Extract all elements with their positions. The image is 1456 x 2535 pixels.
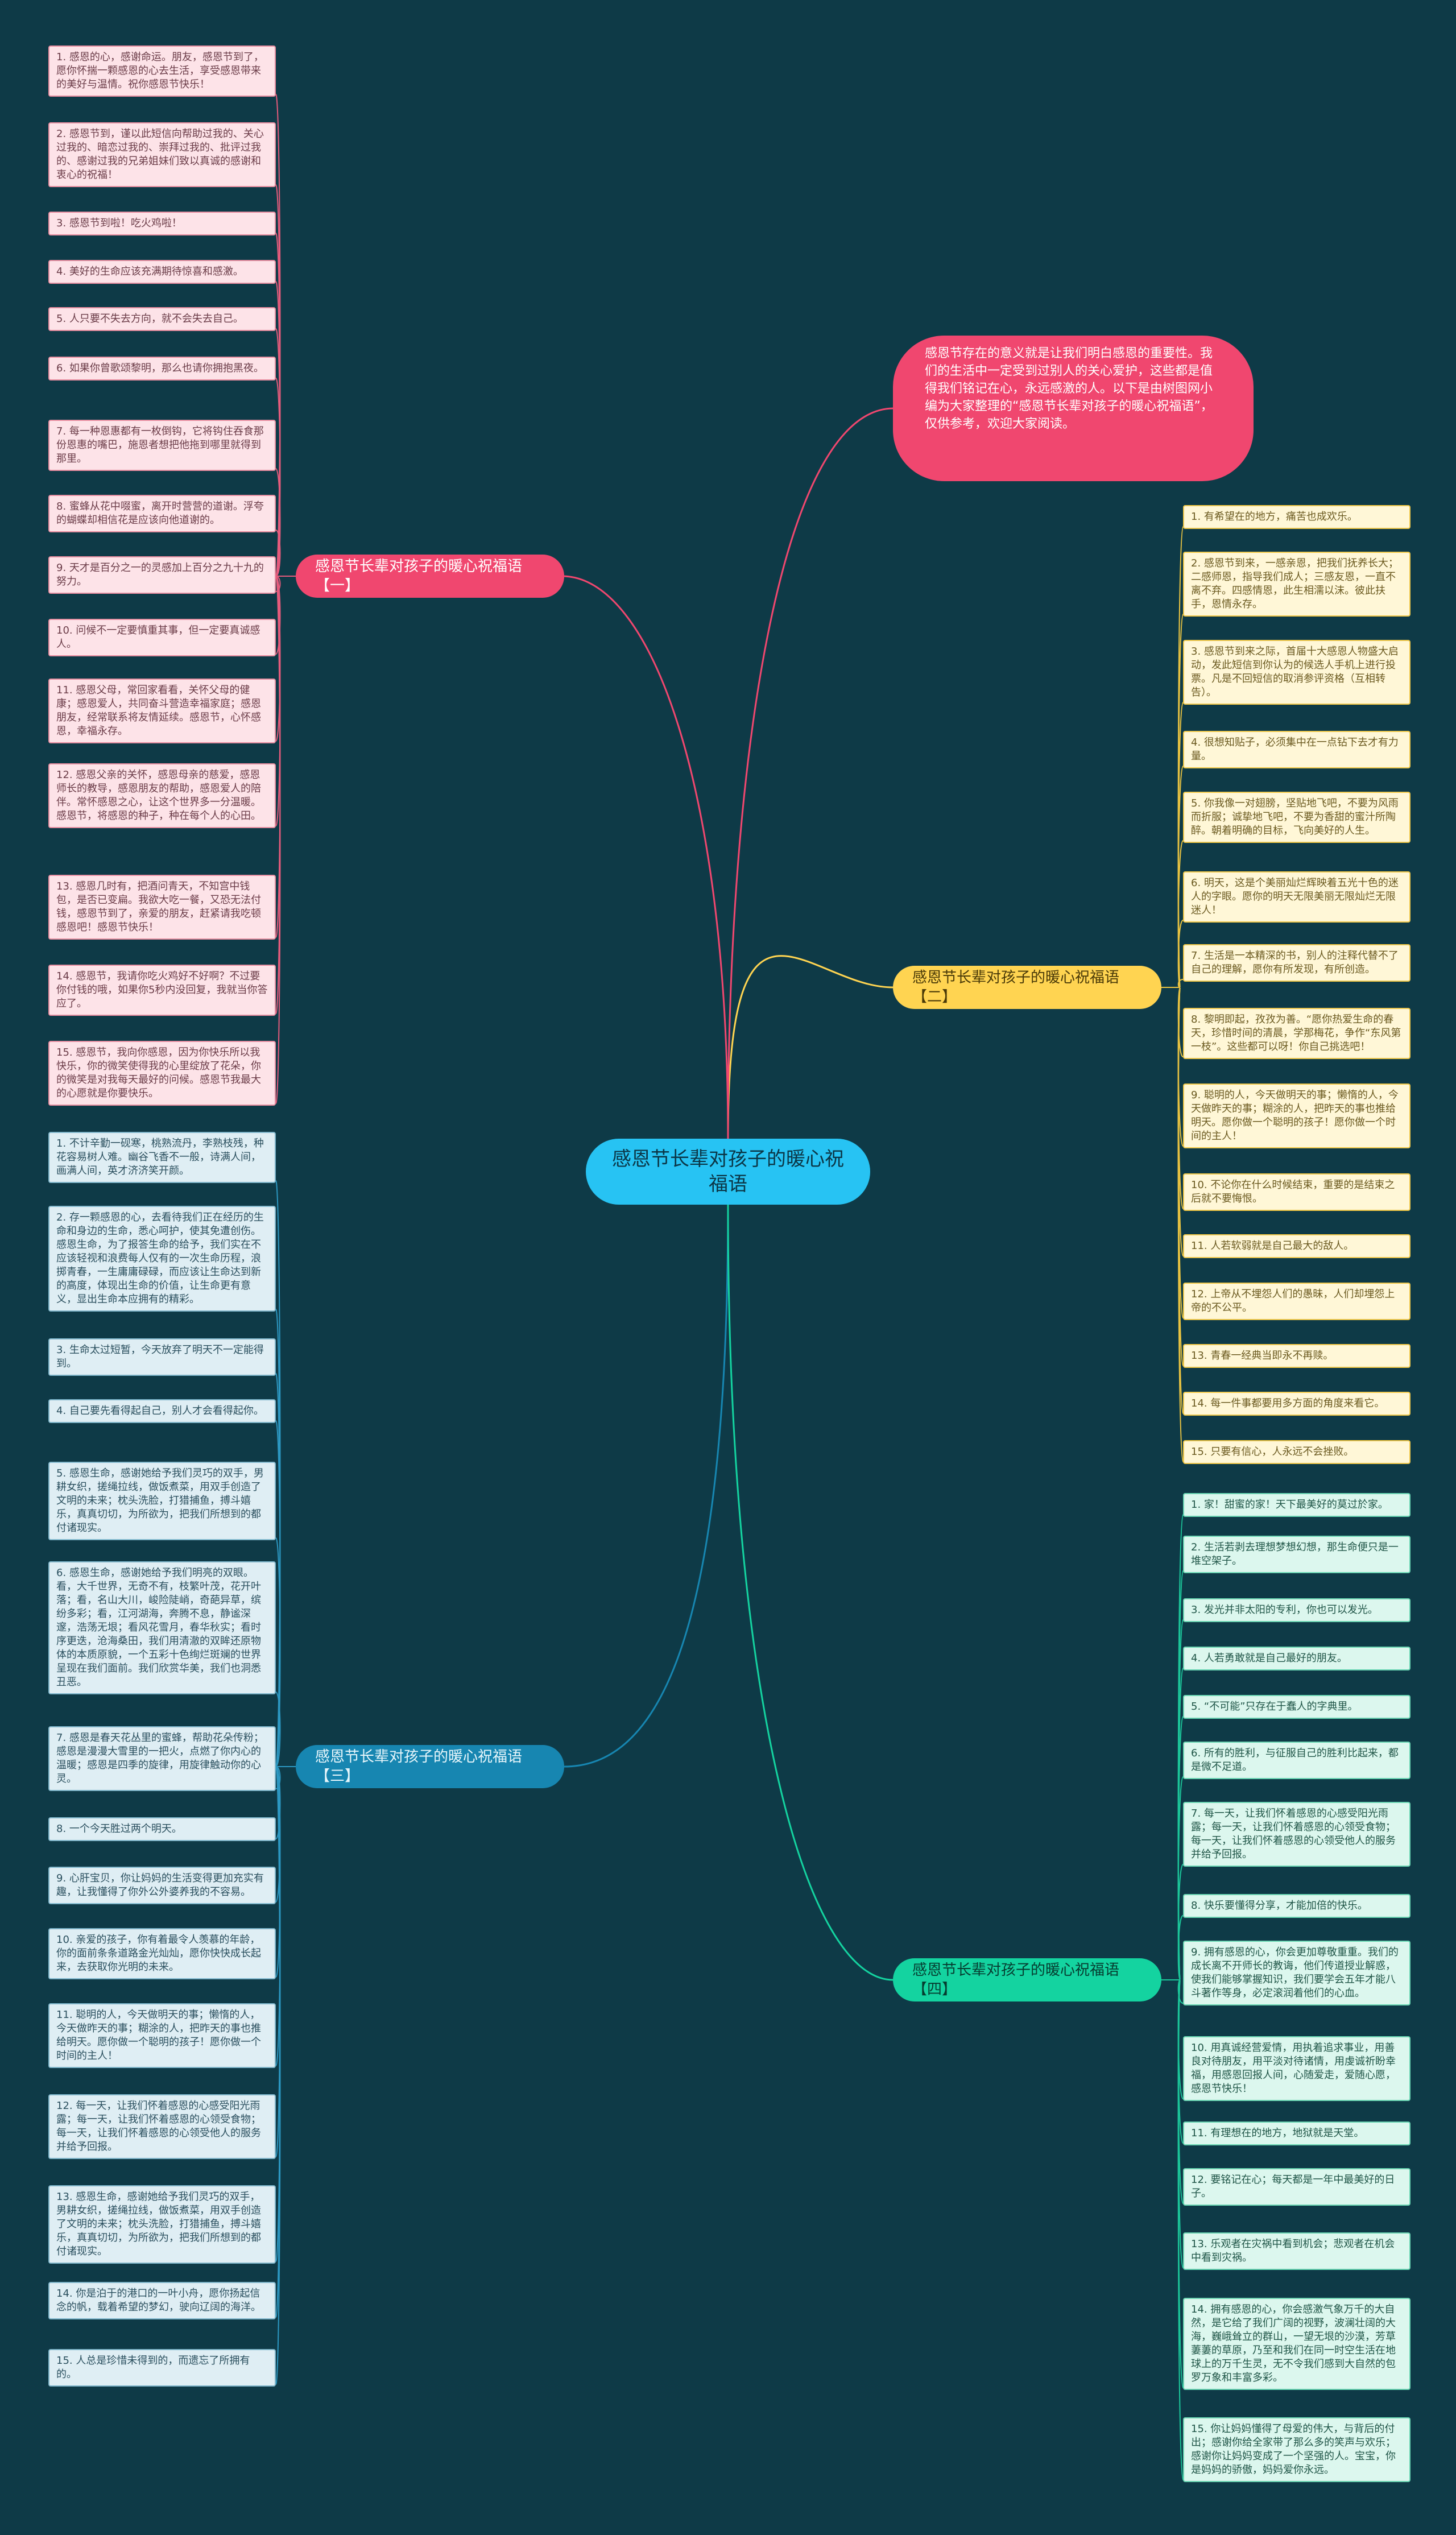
- link-center-branch-4: [727, 1204, 894, 1981]
- leaf-2-8[interactable]: 8. 黎明即起，孜孜为善。“愿你热爱生命的春天，珍惜时间的清晨，学那梅花，争作“…: [1183, 1008, 1410, 1059]
- link-leaf-1-7: [275, 468, 281, 577]
- leaf-2-3[interactable]: 3. 感恩节到来之际，首届十大感恩人物盛大启动，发此短信到你认为的候选人手机上进…: [1183, 640, 1410, 705]
- leaf-4-7[interactable]: 7. 每一天，让我们怀着感恩的心感受阳光雨露；每一天，让我们怀着感恩的心领受食物…: [1183, 1802, 1410, 1867]
- leaf-4-10[interactable]: 10. 用真诚经营爱情，用执着追求事业，用善良对待朋友，用平淡对待诸情，用虔诚祈…: [1183, 2036, 1410, 2101]
- leaf-4-2[interactable]: 2. 生活若剥去理想梦想幻想，那生命便只是一堆空架子。: [1183, 1536, 1410, 1573]
- link-leaf-2-15: [1177, 987, 1184, 1462]
- leaf-2-1[interactable]: 1. 有希望在的地方，痛苦也成欢乐。: [1183, 505, 1410, 529]
- leaf-3-1[interactable]: 1. 不计辛勤一砚寒，桃熟流丹，李熟枝残，种花容易树人难。幽谷飞香不一般，诗满人…: [48, 1132, 276, 1183]
- link-leaf-3-6: [275, 1692, 281, 1767]
- link-center-branch-1: [564, 575, 729, 1139]
- leaf-2-15[interactable]: 15. 只要有信心，人永远不会挫败。: [1183, 1440, 1410, 1464]
- link-leaf-1-15: [275, 576, 281, 1104]
- leaf-3-12[interactable]: 12. 每一天，让我们怀着感恩的心感受阳光雨露；每一天，让我们怀着感恩的心领受食…: [48, 2094, 276, 2159]
- leaf-3-8[interactable]: 8. 一个今天胜过两个明天。: [48, 1817, 276, 1841]
- leaf-4-11[interactable]: 11. 有理想在的地方，地狱就是天堂。: [1183, 2122, 1410, 2145]
- leaf-2-13[interactable]: 13. 青春一经典当即永不再赎。: [1183, 1344, 1410, 1368]
- leaf-1-8[interactable]: 8. 蜜蜂从花中啜蜜，离开时营营的道谢。浮夸的蝴蝶却相信花是应该向他道谢的。: [48, 495, 276, 532]
- leaf-1-14[interactable]: 14. 感恩节，我请你吃火鸡好不好啊？不过要你付钱的哦，如果你5秒内没回复，我就…: [48, 965, 276, 1016]
- center-topic[interactable]: 感恩节长辈对孩子的暖心祝福语: [586, 1139, 870, 1205]
- leaf-4-4[interactable]: 4. 人若勇敢就是自己最好的朋友。: [1183, 1647, 1410, 1670]
- link-leaf-3-15: [275, 1766, 281, 2385]
- leaf-1-7[interactable]: 7. 每一种恩惠都有一枚倒钩，它将钩住吞食那份恩惠的嘴巴，施恩者想把他拖到哪里就…: [48, 420, 276, 471]
- leaf-3-3[interactable]: 3. 生命太过短暂，今天放弃了明天不一定能得到。: [48, 1338, 276, 1376]
- link-leaf-4-15: [1177, 1979, 1184, 2480]
- link-leaf-4-8: [1177, 1915, 1184, 1980]
- leaf-2-4[interactable]: 4. 很想知贴子，必须集中在一点钻下去才有力量。: [1183, 731, 1410, 768]
- leaf-2-7[interactable]: 7. 生活是一本精深的书，别人的注释代替不了自己的理解，愿你有所发现，有所创造。: [1183, 944, 1410, 982]
- leaf-1-13[interactable]: 13. 感恩几时有，把酒问青天，不知宫中钱包，是否已变扁。我欲大吃一餐，又恐无法…: [48, 875, 276, 940]
- branch-2[interactable]: 感恩节长辈对孩子的暖心祝福语【二】: [893, 966, 1161, 1009]
- leaf-2-14[interactable]: 14. 每一件事都要用多方面的角度来看它。: [1183, 1392, 1410, 1416]
- leaf-4-1[interactable]: 1. 家！甜蜜的家！天下最美好的莫过於家。: [1183, 1493, 1410, 1517]
- link-leaf-2-6: [1177, 920, 1184, 988]
- leaf-1-3[interactable]: 3. 感恩节到啦！吃火鸡啦！: [48, 212, 276, 235]
- leaf-1-1[interactable]: 1. 感恩的心，感谢命运。朋友，感恩节到了，愿你怀揣一颗感恩的心去生活，享受感恩…: [48, 46, 276, 97]
- leaf-4-9[interactable]: 9. 拥有感恩的心，你会更加尊敬重重。我们的成长离不开师长的教诲，他们传道授业解…: [1183, 1941, 1410, 2005]
- leaf-3-14[interactable]: 14. 你是泊于的港口的一叶小舟，愿你扬起信念的帆，载着希望的梦幻，驶向辽阔的海…: [48, 2282, 276, 2319]
- branch-4[interactable]: 感恩节长辈对孩子的暖心祝福语【四】: [893, 1958, 1161, 2001]
- leaf-4-14[interactable]: 14. 拥有感恩的心，你会感激气象万千的大自然，是它给了我们广阔的视野，波澜壮阔…: [1183, 2298, 1410, 2390]
- link-leaf-3-5: [275, 1537, 281, 1767]
- leaf-4-5[interactable]: 5. “不可能”只存在于蠢人的字典里。: [1183, 1695, 1410, 1719]
- leaf-3-7[interactable]: 7. 感恩是春天花丛里的蜜蜂，帮助花朵传粉；感恩是漫漫大雪里的一把火，点燃了你内…: [48, 1726, 276, 1791]
- leaf-2-12[interactable]: 12. 上帝从不埋怨人们的愚昧，人们却埋怨上帝的不公平。: [1183, 1283, 1410, 1320]
- leaf-1-5[interactable]: 5. 人只要不失去方向，就不会失去自己。: [48, 307, 276, 331]
- leaf-1-4[interactable]: 4. 美好的生命应该充满期待惊喜和感激。: [48, 260, 276, 284]
- leaf-2-2[interactable]: 2. 感恩节到来，一感亲恩，把我们抚养长大；二感师恩，指导我们成人；三感友恩，一…: [1183, 552, 1410, 617]
- link-leaf-1-8: [275, 530, 281, 577]
- leaf-1-2[interactable]: 2. 感恩节到，谨以此短信向帮助过我的、关心过我的、暗恋过我的、崇拜过我的、批评…: [48, 122, 276, 187]
- leaf-3-4[interactable]: 4. 自己要先看得起自己，别人才会看得起你。: [48, 1399, 276, 1423]
- link-center-branch-2: [727, 955, 894, 1139]
- leaf-3-2[interactable]: 2. 存一颗感恩的心，去看待我们正在经历的生命和身边的生命，悉心呵护，使其免遭创…: [48, 1206, 276, 1312]
- leaf-1-9[interactable]: 9. 天才是百分之一的灵感加上百分之九十九的努力。: [48, 556, 276, 594]
- leaf-4-15[interactable]: 15. 你让妈妈懂得了母爱的伟大，与背后的付出；感谢你给全家带了那么多的笑声与欢…: [1183, 2417, 1410, 2482]
- leaf-4-12[interactable]: 12. 要铭记在心；每天都是一年中最美好的日子。: [1183, 2168, 1410, 2206]
- branch-1[interactable]: 感恩节长辈对孩子的暖心祝福语【一】: [296, 555, 564, 598]
- leaf-3-6[interactable]: 6. 感恩生命，感谢她给予我们明亮的双眼。看，大千世界，无奇不有，枝繁叶茂，花开…: [48, 1561, 276, 1694]
- leaf-2-11[interactable]: 11. 人若软弱就是自己最大的敌人。: [1183, 1234, 1410, 1258]
- leaf-2-9[interactable]: 9. 聪明的人，今天做明天的事；懒惰的人，今天做昨天的事；糊涂的人，把昨天的事也…: [1183, 1084, 1410, 1148]
- leaf-3-5[interactable]: 5. 感恩生命，感谢她给予我们灵巧的双手，男耕女织，搓绳拉线，做饭煮菜，用双手创…: [48, 1462, 276, 1540]
- branch-3[interactable]: 感恩节长辈对孩子的暖心祝福语【三】: [296, 1745, 564, 1788]
- leaf-4-8[interactable]: 8. 快乐要懂得分享，才能加倍的快乐。: [1183, 1894, 1410, 1918]
- leaf-4-13[interactable]: 13. 乐观者在灾祸中看到机会；悲观者在机会中看到灾祸。: [1183, 2232, 1410, 2270]
- leaf-1-12[interactable]: 12. 感恩父亲的关怀，感恩母亲的慈爱，感恩师长的教导，感恩朋友的帮助，感恩爱人…: [48, 763, 276, 828]
- leaf-1-10[interactable]: 10. 问候不一定要慎重其事，但一定要真诚感人。: [48, 619, 276, 656]
- link-center-branch-3: [564, 1204, 729, 1768]
- leaf-3-15[interactable]: 15. 人总是珍惜未得到的，而遗忘了所拥有的。: [48, 2349, 276, 2387]
- link-leaf-1-6: [275, 378, 281, 577]
- link-leaf-2-7: [1177, 979, 1184, 988]
- leaf-1-15[interactable]: 15. 感恩节，我向你感恩，因为你快乐所以我快乐，你的微笑使得我的心里绽放了花朵…: [48, 1041, 276, 1106]
- leaf-1-6[interactable]: 6. 如果你曾歌颂黎明，那么也请你拥抱黑夜。: [48, 357, 276, 381]
- leaf-2-5[interactable]: 5. 你我像一对翅膀，坚贴地飞吧，不要为风雨而折服；诚挚地飞吧，不要为香甜的蜜汁…: [1183, 792, 1410, 843]
- leaf-1-11[interactable]: 11. 感恩父母，常回家看看，关怀父母的健康；感恩爱人，共同奋斗营造幸福家庭；感…: [48, 679, 276, 743]
- intro-node[interactable]: 感恩节存在的意义就是让我们明白感恩的重要性。我们的生活中一定受到过别人的关心爱护…: [893, 336, 1254, 481]
- leaf-4-3[interactable]: 3. 发光并非太阳的专利，你也可以发光。: [1183, 1598, 1410, 1622]
- leaf-2-6[interactable]: 6. 明天，这是个美丽灿烂辉映着五光十色的迷人的字眼。愿你的明天无限美丽无限灿烂…: [1183, 871, 1410, 923]
- leaf-3-10[interactable]: 10. 亲爱的孩子，你有着最令人羡慕的年龄，你的面前条条道路金光灿灿，愿你快快成…: [48, 1928, 276, 1979]
- leaf-3-11[interactable]: 11. 聪明的人，今天做明天的事；懒惰的人，今天做昨天的事；糊涂的人，把昨天的事…: [48, 2003, 276, 2068]
- leaf-4-6[interactable]: 6. 所有的胜利，与征服自己的胜利比起来，都是微不足道。: [1183, 1742, 1410, 1779]
- leaf-2-10[interactable]: 10. 不论你在什么时候结束，重要的是结束之后就不要悔恨。: [1183, 1173, 1410, 1211]
- leaf-3-13[interactable]: 13. 感恩生命，感谢她给予我们灵巧的双手，男耕女织，搓绳拉线，做饭煮菜，用双手…: [48, 2185, 276, 2264]
- leaf-3-9[interactable]: 9. 心肝宝贝，你让妈妈的生活变得更加充实有趣，让我懂得了你外公外婆养我的不容易…: [48, 1867, 276, 1904]
- link-center-intro: [727, 407, 894, 1139]
